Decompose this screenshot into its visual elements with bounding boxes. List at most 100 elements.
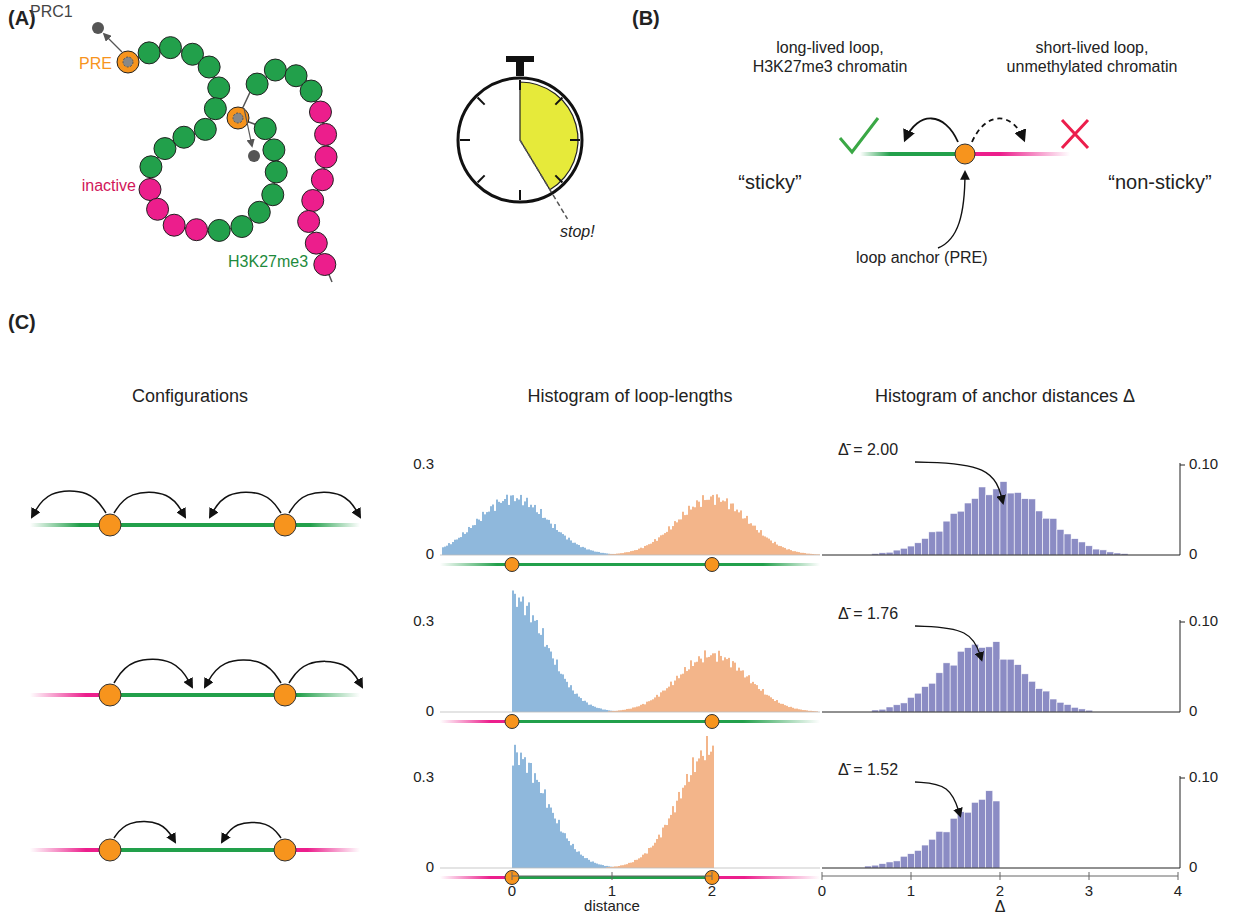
figure-stroke [454,540,456,555]
figure-stroke [648,848,650,868]
figure-stroke [742,670,744,712]
figure-stroke [666,688,668,712]
figure-stroke [1014,665,1021,712]
figure-stroke [194,118,216,140]
figure-stroke [712,746,714,868]
figure-stroke [728,658,730,712]
figure-stroke [794,709,796,712]
figure-stroke [578,545,580,555]
figure-stroke [640,548,642,555]
figure-stroke [159,37,181,59]
figure-stroke [688,669,690,712]
figure-stroke [630,863,632,868]
figure-stroke [578,697,580,712]
figure-stroke [650,544,652,555]
figure-stroke [798,552,800,555]
figure-stroke [632,707,634,712]
figure-stroke [566,838,568,868]
figure-stroke [516,752,518,868]
figure-stroke [444,547,446,555]
figure-stroke [674,681,676,712]
figure-stroke [915,626,982,660]
axis-tick [612,872,613,880]
figure-stroke [792,708,794,712]
figure-stroke [922,539,929,555]
figure-stroke [590,862,592,868]
figure-stroke [736,510,738,555]
figure-stroke [562,534,564,555]
figure-stroke [289,661,362,687]
figure-stroke [792,551,794,555]
figure-stroke [558,820,560,868]
timer-label: stop! [560,222,595,241]
figure-stroke [732,503,734,555]
figure-stroke [540,793,542,868]
figure-stroke [650,848,652,868]
figure-stroke [662,535,664,555]
figure-stroke [584,701,586,712]
release-arrow [244,108,252,146]
figure-stroke [670,682,672,712]
figure-stroke [728,509,730,555]
figure-stroke [574,543,576,555]
figure-stroke [979,648,986,712]
figure-stroke [518,765,520,868]
figure-stroke [544,789,546,868]
axis-tick-label: 0 [1189,702,1197,720]
figure-stroke [929,683,936,712]
figure-stroke [972,499,979,555]
figure-stroke [970,152,1070,156]
axis-tick-label: 0 [818,882,826,900]
figure-stroke [758,689,760,712]
figure-stroke [114,659,192,687]
figure-stroke [564,536,566,555]
figure-stroke [99,514,121,536]
figure-stroke [660,837,662,868]
figure-stroke [458,538,460,555]
figure-stroke [915,693,922,712]
figure-stroke [622,865,624,868]
figure-stroke [138,42,160,64]
axis-tick-label: 0.10 [1189,612,1218,630]
figure-stroke [555,175,562,182]
figure-stroke [588,549,590,555]
figure-stroke [628,863,630,868]
figure-stroke [696,662,698,712]
pre-bead [117,51,139,73]
figure-stroke [560,532,562,555]
figure-stroke [596,552,598,555]
figure-stroke [740,671,742,712]
figure-stroke [634,550,636,555]
figure-stroke [570,845,572,868]
axis-tick [1178,872,1179,880]
figure-stroke [900,856,907,868]
figure-stroke [654,697,656,712]
figure-stroke [568,687,570,712]
figure-stroke [518,500,520,555]
figure-stroke [964,503,971,555]
configurations [30,491,362,861]
figure-stroke [652,699,654,712]
figure-stroke [520,753,522,868]
figure-stroke [464,534,466,555]
figure-stroke [520,602,522,712]
figure-stroke [672,806,674,868]
axis-tick-label: 4 [1174,882,1182,900]
figure-stroke [624,865,626,868]
figure-stroke [512,720,820,723]
figure-stroke [658,537,660,555]
figure-stroke [482,512,484,555]
figure-stroke [584,858,586,868]
figure-stroke [704,650,706,712]
figure-stroke [1000,659,1007,712]
figure-stroke [538,782,540,868]
figure-stroke [546,808,548,868]
figure-stroke [254,118,276,140]
figure-stroke [762,536,764,555]
figure-stroke [570,540,572,555]
figure-stroke [538,633,540,712]
axis-title: Δ [995,897,1006,916]
figure-stroke [730,504,732,555]
figure-stroke [560,674,562,712]
figure-stroke [796,552,798,555]
